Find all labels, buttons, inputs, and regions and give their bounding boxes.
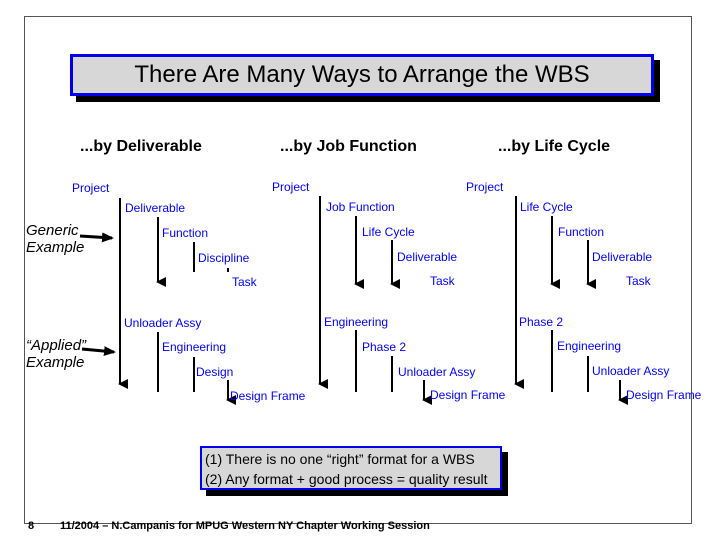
- tree2-root: Project: [272, 180, 310, 194]
- tree1-applied-node: Unloader Assy: [124, 316, 202, 330]
- tree1-applied-node: Design: [196, 365, 234, 379]
- tree3-applied-node: Unloader Assy: [592, 364, 670, 378]
- generic-example-arrow: [79, 232, 114, 243]
- note-text: (1) There is no one “right” format for a…: [205, 449, 487, 489]
- tree2-applied-node: Phase 2: [362, 340, 407, 354]
- column-heading-job-function: ...by Job Function: [280, 138, 417, 155]
- tree2-applied-node: Unloader Assy: [398, 365, 476, 379]
- tree3-generic-node: Deliverable: [592, 250, 653, 264]
- row-label-generic-line2: Example: [26, 239, 85, 256]
- tree3-generic-node: Life Cycle: [520, 200, 573, 214]
- tree2-generic-node: Task: [430, 274, 455, 288]
- note-line-2: (2) Any format + good process = quality …: [205, 471, 488, 487]
- tree1-applied-node: Engineering: [162, 340, 227, 354]
- tree3-applied-node: Phase 2: [519, 315, 564, 329]
- column-heading-deliverable: ...by Deliverable: [80, 138, 202, 155]
- tree1-root: Project: [72, 181, 110, 195]
- tree2-generic-node: Life Cycle: [362, 225, 415, 239]
- footer-text: 11/2004 – N.Campanis for MPUG Western NY…: [60, 520, 430, 532]
- tree3-generic-node: Function: [558, 225, 605, 239]
- tree2-generic-node: Job Function: [326, 200, 395, 214]
- tree2-applied-node: Engineering: [324, 315, 389, 329]
- note-box: [200, 446, 502, 490]
- tree1-applied-node: Design Frame: [230, 389, 306, 403]
- slide-frame: [24, 16, 692, 524]
- tree3-applied-node: Design Frame: [626, 388, 702, 402]
- tree2-generic-node: Deliverable: [397, 250, 458, 264]
- tree3-generic-node: Task: [626, 274, 651, 288]
- page-number: 8: [28, 520, 35, 532]
- tree3-applied-node: Engineering: [557, 339, 622, 353]
- applied-example-arrow: [81, 346, 116, 357]
- row-label-applied: “Applied” Example: [26, 337, 86, 371]
- tree1-generic-node: Task: [232, 275, 257, 289]
- tree1-generic-node: Function: [162, 226, 209, 240]
- row-label-generic-line1: Generic: [26, 222, 79, 239]
- note-line-1: (1) There is no one “right” format for a…: [205, 451, 475, 467]
- tree2-applied-node: Design Frame: [430, 388, 506, 402]
- title-box: There Are Many Ways to Arrange the WBS: [70, 54, 654, 96]
- row-label-applied-line1: “Applied”: [26, 337, 87, 354]
- tree1-generic-node: Deliverable: [125, 201, 186, 215]
- tree3-root: Project: [466, 180, 504, 194]
- slide-title: There Are Many Ways to Arrange the WBS: [134, 61, 590, 88]
- row-label-generic: Generic Example: [26, 222, 84, 256]
- row-label-applied-line2: Example: [26, 354, 85, 371]
- column-heading-life-cycle: ...by Life Cycle: [498, 138, 611, 155]
- tree1-generic-node: Discipline: [198, 251, 250, 265]
